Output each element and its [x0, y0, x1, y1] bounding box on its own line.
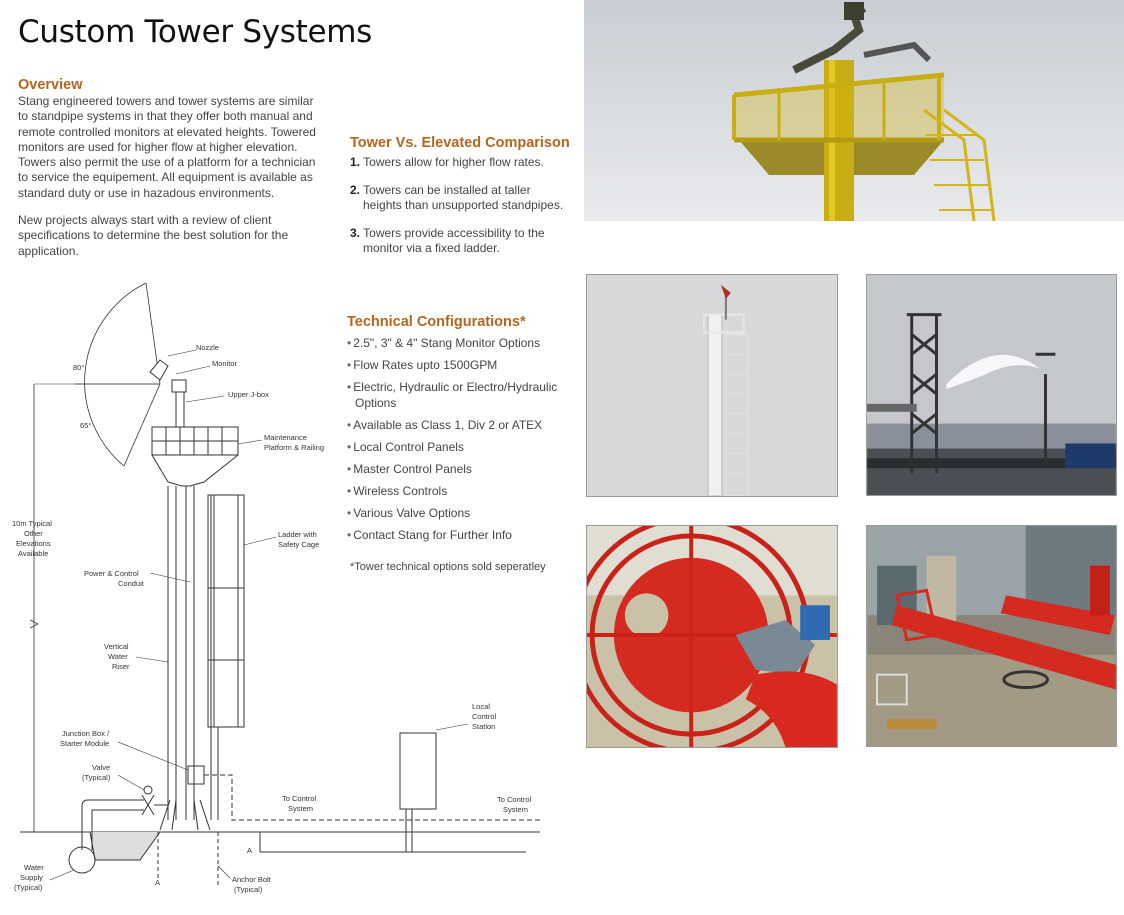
- label-anchor-1: Anchor Bolt: [232, 875, 272, 884]
- label-water-2: Supply: [20, 873, 43, 882]
- label-monitor: Monitor: [212, 359, 238, 368]
- label-height-4: Available: [18, 549, 48, 558]
- tower-diagram: Nozzle Monitor Upper J-box Maintenance P…: [12, 282, 540, 894]
- workshop-photo: [866, 525, 1117, 747]
- comparison-heading: Tower Vs. Elevated Comparison: [350, 135, 570, 151]
- comparison-number: 2.: [350, 182, 361, 197]
- label-junction-1: Junction Box /: [62, 729, 110, 738]
- comparison-text: Towers can be installed at taller height…: [363, 182, 564, 213]
- comparison-item: 3. Towers provide accessibility to the m…: [350, 226, 570, 257]
- comparison-text: Towers allow for higher flow rates.: [363, 155, 544, 169]
- label-control-2a: To Control: [497, 795, 532, 804]
- comparison-item: 2. Towers can be installed at taller hei…: [350, 183, 570, 214]
- label-section-a-left: A: [155, 878, 160, 887]
- overview-section: Overview Stang engineered towers and tow…: [18, 77, 318, 271]
- label-maintenance-1: Maintenance: [264, 433, 307, 442]
- tech-footnote: *Tower technical options sold seperatley: [350, 561, 546, 573]
- tech-item: Local Control Panels: [347, 440, 572, 456]
- label-angle-top: 80°: [73, 363, 84, 372]
- label-valve-2: (Typical): [82, 773, 111, 782]
- comparison-text: Towers provide accessibility to the moni…: [363, 225, 545, 256]
- red-platform-photo: [586, 525, 838, 748]
- label-water-1: Water: [24, 863, 44, 872]
- label-local-1: Local: [472, 702, 490, 711]
- tech-section: Technical Configurations* 2.5", 3" & 4" …: [347, 314, 572, 550]
- label-junction-2: Starter Module: [60, 739, 109, 748]
- white-tower-photo: [586, 274, 838, 497]
- comparison-item: 1. Towers allow for higher flow rates.: [350, 155, 570, 171]
- comparison-number: 3.: [350, 225, 361, 240]
- label-height-2: Other: [24, 529, 43, 538]
- label-ladder-1: Ladder with: [278, 530, 317, 539]
- label-riser-1: Vertical: [104, 642, 129, 651]
- tech-item: Contact Stang for Further Info: [347, 528, 572, 544]
- label-anchor-2: (Typical): [234, 885, 263, 894]
- label-control-1b: System: [288, 804, 313, 813]
- tech-item: Available as Class 1, Div 2 or ATEX: [347, 418, 572, 434]
- overview-heading: Overview: [18, 77, 83, 93]
- label-height-1: 10m Typical: [12, 519, 52, 528]
- label-section-a-right: A: [247, 846, 252, 855]
- label-power-1: Power & Control: [84, 569, 139, 578]
- page-title: Custom Tower Systems: [18, 14, 373, 50]
- label-height-3: Elevations: [16, 539, 51, 548]
- tech-heading: Technical Configurations*: [347, 314, 526, 330]
- label-ladder-2: Safety Cage: [278, 540, 319, 549]
- overview-paragraph-2: New projects always start with a review …: [18, 213, 289, 258]
- dock-tower-photo: [866, 274, 1117, 496]
- label-maintenance-2: Platform & Railing: [264, 443, 324, 452]
- label-nozzle: Nozzle: [196, 343, 219, 352]
- label-local-2: Control: [472, 712, 497, 721]
- tech-item: Electric, Hydraulic or Electro/Hydraulic…: [347, 380, 572, 411]
- label-valve-1: Valve: [92, 763, 110, 772]
- comparison-section: Tower Vs. Elevated Comparison 1. Towers …: [350, 135, 570, 269]
- label-water-3: (Typical): [14, 883, 43, 892]
- label-local-3: Station: [472, 722, 495, 731]
- comparison-number: 1.: [350, 155, 361, 169]
- label-control-2b: System: [503, 805, 528, 814]
- label-riser-3: Riser: [112, 662, 130, 671]
- overview-paragraph-1: Stang engineered towers and tower system…: [18, 94, 316, 200]
- tech-list: 2.5", 3" & 4" Stang Monitor Options Flow…: [347, 336, 572, 543]
- tech-item: Master Control Panels: [347, 462, 572, 478]
- label-angle-bottom: 65°: [80, 421, 91, 430]
- tech-item: Wireless Controls: [347, 484, 572, 500]
- label-upper-jbox: Upper J-box: [228, 390, 269, 399]
- tech-item: 2.5", 3" & 4" Stang Monitor Options: [347, 336, 572, 352]
- tech-item: Flow Rates upto 1500GPM: [347, 358, 572, 374]
- label-control-1a: To Control: [282, 794, 317, 803]
- tech-item: Various Valve Options: [347, 506, 572, 522]
- comparison-list: 1. Towers allow for higher flow rates. 2…: [350, 155, 570, 257]
- tower-platform-photo: [584, 0, 1124, 221]
- label-power-2: Conduit: [118, 579, 145, 588]
- label-riser-2: Water: [108, 652, 128, 661]
